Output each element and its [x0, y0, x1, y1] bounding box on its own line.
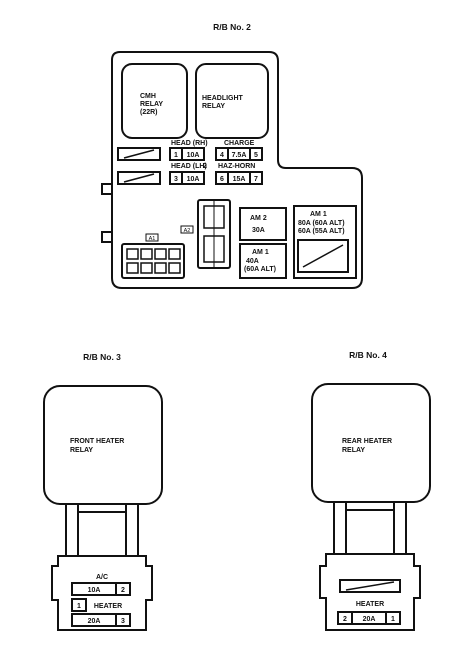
cmh-relay-line1: CMH [140, 93, 156, 100]
ac-fuse-num: 2 [121, 587, 125, 594]
rb4-num-right: 1 [391, 616, 395, 623]
rb3-group: R/B No. 3 FRONT HEATER RELAY A/C 10A 2 1… [43, 352, 163, 631]
connector-a1-pin-1 [126, 248, 139, 260]
spare-fuse-slot-lower [117, 171, 161, 185]
cmh-relay-box [121, 63, 188, 139]
head-rh-label: HEAD (RH) [171, 140, 208, 147]
fuse-6-amp: 15A [233, 176, 246, 183]
fuse-4-number: 4 [220, 152, 224, 159]
rear-heater-relay [311, 383, 431, 503]
rb2-left-tab-upper [101, 183, 113, 195]
am1-large-fuse-window [297, 239, 349, 273]
rb2-left-tab-lower [101, 231, 113, 243]
rb3-relay-stem-right [125, 503, 139, 557]
am2-amp: 30A [252, 227, 265, 234]
front-heater-relay [43, 385, 163, 505]
rb4-relay-stem-right [393, 501, 407, 555]
am1-large-fuse [293, 205, 357, 279]
heater-fuse-num-cell [115, 613, 131, 627]
rb2-title: R/B No. 2 [213, 22, 251, 32]
rb4-num-left: 2 [343, 616, 347, 623]
am1-small-amp: 40A [246, 258, 259, 265]
front-heater-relay-line1: FRONT HEATER [70, 438, 124, 445]
connector-a1-label: A1 [149, 236, 156, 242]
am1-large-amp1: 80A (60A ALT) [298, 220, 345, 227]
fuse-3-amp-cell [181, 171, 205, 185]
spare-fuse-slot-upper [117, 147, 161, 161]
ac-fuse-num-cell [115, 582, 131, 596]
heater-fuse-amp: 20A [88, 618, 101, 625]
head-lh-label: HEAD (LH) [171, 163, 207, 170]
charge-label: CHARGE [224, 140, 255, 147]
connector-a1-pin-2 [140, 248, 153, 260]
rb4-title: R/B No. 4 [349, 350, 387, 360]
fuse-1-amp-cell [181, 147, 205, 161]
rb4-heater-label: HEATER [356, 601, 384, 608]
rb4-spare-slot [339, 579, 401, 593]
rear-heater-relay-line2: RELAY [342, 447, 365, 454]
am1-large-fuse-slash [302, 244, 344, 268]
heater-num: 1 [77, 603, 81, 610]
connector-a1-pin-6 [140, 262, 153, 274]
ac-label: A/C [96, 574, 108, 581]
spare-fuse-slash-upper [123, 149, 155, 159]
am1-large-label: AM 1 [310, 211, 327, 218]
rb3-base [51, 555, 153, 631]
heater-fuse-num: 3 [121, 618, 125, 625]
fuse-1-number: 1 [174, 152, 178, 159]
connector-a1-pin-8 [168, 262, 181, 274]
connector-a1-pin-7 [154, 262, 167, 274]
rb3-relay-stem-left [65, 503, 79, 557]
am1-small-label: AM 1 [252, 249, 269, 256]
rb4-num-right-cell [385, 611, 401, 625]
fuse-1-amp: 10A [187, 152, 200, 159]
am1-small-alt: (60A ALT) [244, 266, 276, 273]
rb4-base [319, 553, 421, 631]
connector-a1-tag [145, 233, 159, 242]
cmh-relay-line2: RELAY [140, 101, 163, 108]
am2-fuse [239, 207, 287, 241]
fuse-4-amp: 7.5A [232, 152, 247, 159]
connector-a1-pin-4 [168, 248, 181, 260]
connector-a2-label: A2 [184, 228, 191, 234]
fuse-5-number: 5 [254, 152, 258, 159]
cmh-relay-line3: (22R) [140, 109, 158, 116]
rb4-spare-slash [345, 581, 395, 591]
am1-large-amp2: 60A (55A ALT) [298, 228, 345, 235]
rb4-group: R/B No. 4 REAR HEATER RELAY HEATER 2 20A… [311, 350, 431, 631]
connector-a1-pin-5 [126, 262, 139, 274]
fuse-5-cell [249, 147, 263, 161]
rb4-relay-stem-left [333, 501, 347, 555]
fuse-3-amp: 10A [187, 176, 200, 183]
headlight-relay-line1: HEADLIGHT [202, 95, 244, 102]
fuse-3-number: 3 [174, 176, 178, 183]
rb3-heater-label: HEATER [94, 603, 122, 610]
heater-num-cell [71, 598, 87, 612]
rb3-title: R/B No. 3 [83, 352, 121, 362]
rb2-housing [111, 51, 363, 289]
ac-fuse-amp: 10A [88, 587, 101, 594]
fuse-2-label: 2 [203, 163, 207, 170]
fuse-6-number: 6 [220, 176, 224, 183]
front-heater-relay-line2: RELAY [70, 447, 93, 454]
fuse-7-cell [249, 171, 263, 185]
rb4-amp: 20A [363, 616, 376, 623]
connector-a2-tag [180, 225, 194, 234]
headlight-relay-box [195, 63, 269, 139]
haz-horn-label: HAZ-HORN [218, 163, 255, 170]
am2-label: AM 2 [250, 215, 267, 222]
headlight-relay-line2: RELAY [202, 103, 225, 110]
rb2-group: R/B No. 2 CMH RELAY (22R) HEADLIGHT RELA… [101, 22, 363, 289]
spare-fuse-slash-lower [123, 173, 155, 183]
connector-a1 [121, 243, 185, 279]
rear-heater-relay-line1: REAR HEATER [342, 438, 392, 445]
fuse-7-number: 7 [254, 176, 258, 183]
connector-a1-pin-3 [154, 248, 167, 260]
am1-small-fuse [239, 243, 287, 279]
